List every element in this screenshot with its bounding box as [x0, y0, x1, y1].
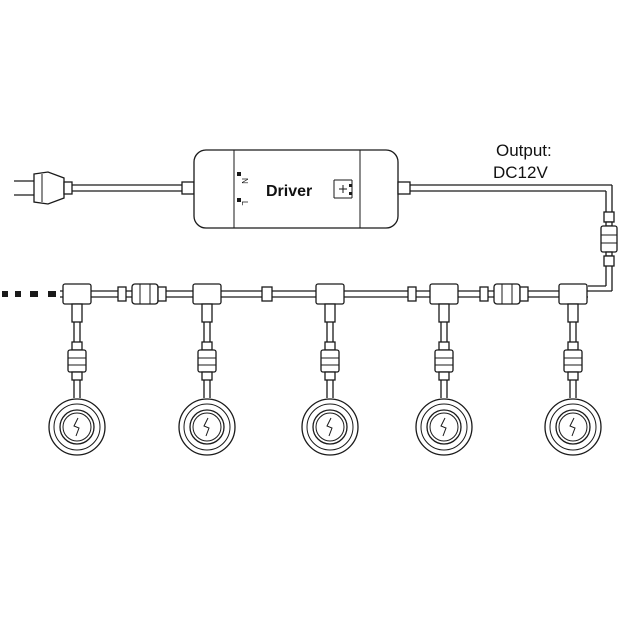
light-branch: [415, 283, 473, 456]
output-cable: [397, 181, 618, 292]
light-branch: [48, 283, 106, 456]
lightning-bolt-icon: [73, 417, 80, 437]
driver-box: N L Driver: [193, 149, 399, 229]
lightning-bolt-icon: [326, 417, 333, 437]
puck-light-icon: [301, 398, 359, 456]
puck-light-icon: [48, 398, 106, 456]
output-voltage-label: DC12V: [493, 163, 548, 182]
terminal-n-label: N: [240, 178, 249, 184]
puck-light-icon: [178, 398, 236, 456]
light-branches: [48, 283, 602, 456]
output-label: Output:: [496, 141, 552, 160]
driver-label: Driver: [266, 183, 312, 200]
light-branch: [544, 283, 602, 456]
puck-light-icon: [415, 398, 473, 456]
lightning-bolt-icon: [440, 417, 447, 437]
bus-dashed-continuation: [2, 291, 56, 297]
lightning-bolt-icon: [203, 417, 210, 437]
mains-cable: [72, 181, 195, 195]
mains-plug-icon: [14, 171, 73, 205]
light-branch: [178, 283, 236, 456]
main-bus: [60, 283, 588, 305]
light-branch: [301, 283, 359, 456]
driver-symbol-icon: [333, 179, 353, 199]
puck-light-icon: [544, 398, 602, 456]
terminal-l-label: L: [240, 201, 249, 206]
lightning-bolt-icon: [569, 417, 576, 437]
